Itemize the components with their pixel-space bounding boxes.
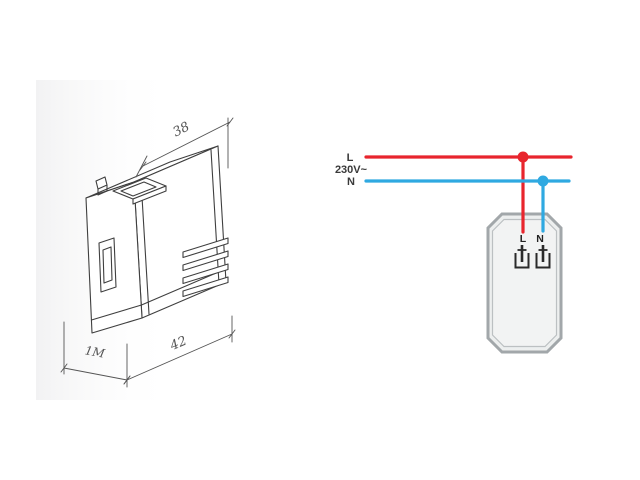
front-plate-edge	[140, 179, 150, 315]
back-edge-line	[210, 149, 220, 285]
bottom-rim-line	[90, 268, 227, 321]
dim-ticks	[60, 363, 131, 385]
terminal-l-symbol	[514, 245, 530, 269]
voltage-label: 230V~	[335, 164, 368, 176]
dim-line-1m	[63, 367, 128, 381]
terminal-n-symbol	[535, 245, 551, 269]
dim-line-38	[142, 121, 231, 167]
device-terminal-l-label: L	[520, 233, 527, 245]
terminal-box	[514, 253, 530, 269]
line-n-label: N	[347, 176, 355, 188]
dimension-lines	[60, 117, 236, 388]
line-l-label: L	[347, 152, 354, 164]
usb-port-inner	[102, 246, 113, 284]
device-terminal-n-label: N	[536, 233, 544, 245]
vent-slat	[182, 276, 229, 298]
vent-slat	[182, 263, 229, 285]
dimension-labels: 38 42 1M	[84, 119, 193, 361]
device-body-inner	[491, 218, 558, 348]
neutral-junction-dot	[537, 175, 549, 187]
supply-labels: L 230V~ N	[335, 152, 368, 188]
supply-wires	[364, 151, 573, 234]
mounting-clip-inner	[120, 181, 157, 197]
vent-slat	[182, 250, 229, 272]
dim-ticks	[139, 117, 234, 171]
dimension-38-label: 38	[171, 119, 193, 140]
vent-slat	[182, 237, 229, 259]
module-isometric-drawing	[85, 145, 229, 334]
clip-tab-side	[97, 184, 108, 196]
dim-line-42	[126, 333, 233, 381]
mounting-clip-lip	[132, 185, 167, 205]
dim-ext-line	[135, 155, 148, 178]
wiring-device: L N	[486, 212, 563, 354]
live-junction-dot	[517, 151, 529, 163]
terminal-box	[535, 253, 551, 269]
dimension-1m-label: 1M	[84, 343, 107, 361]
dimension-42-label: 42	[167, 334, 189, 355]
